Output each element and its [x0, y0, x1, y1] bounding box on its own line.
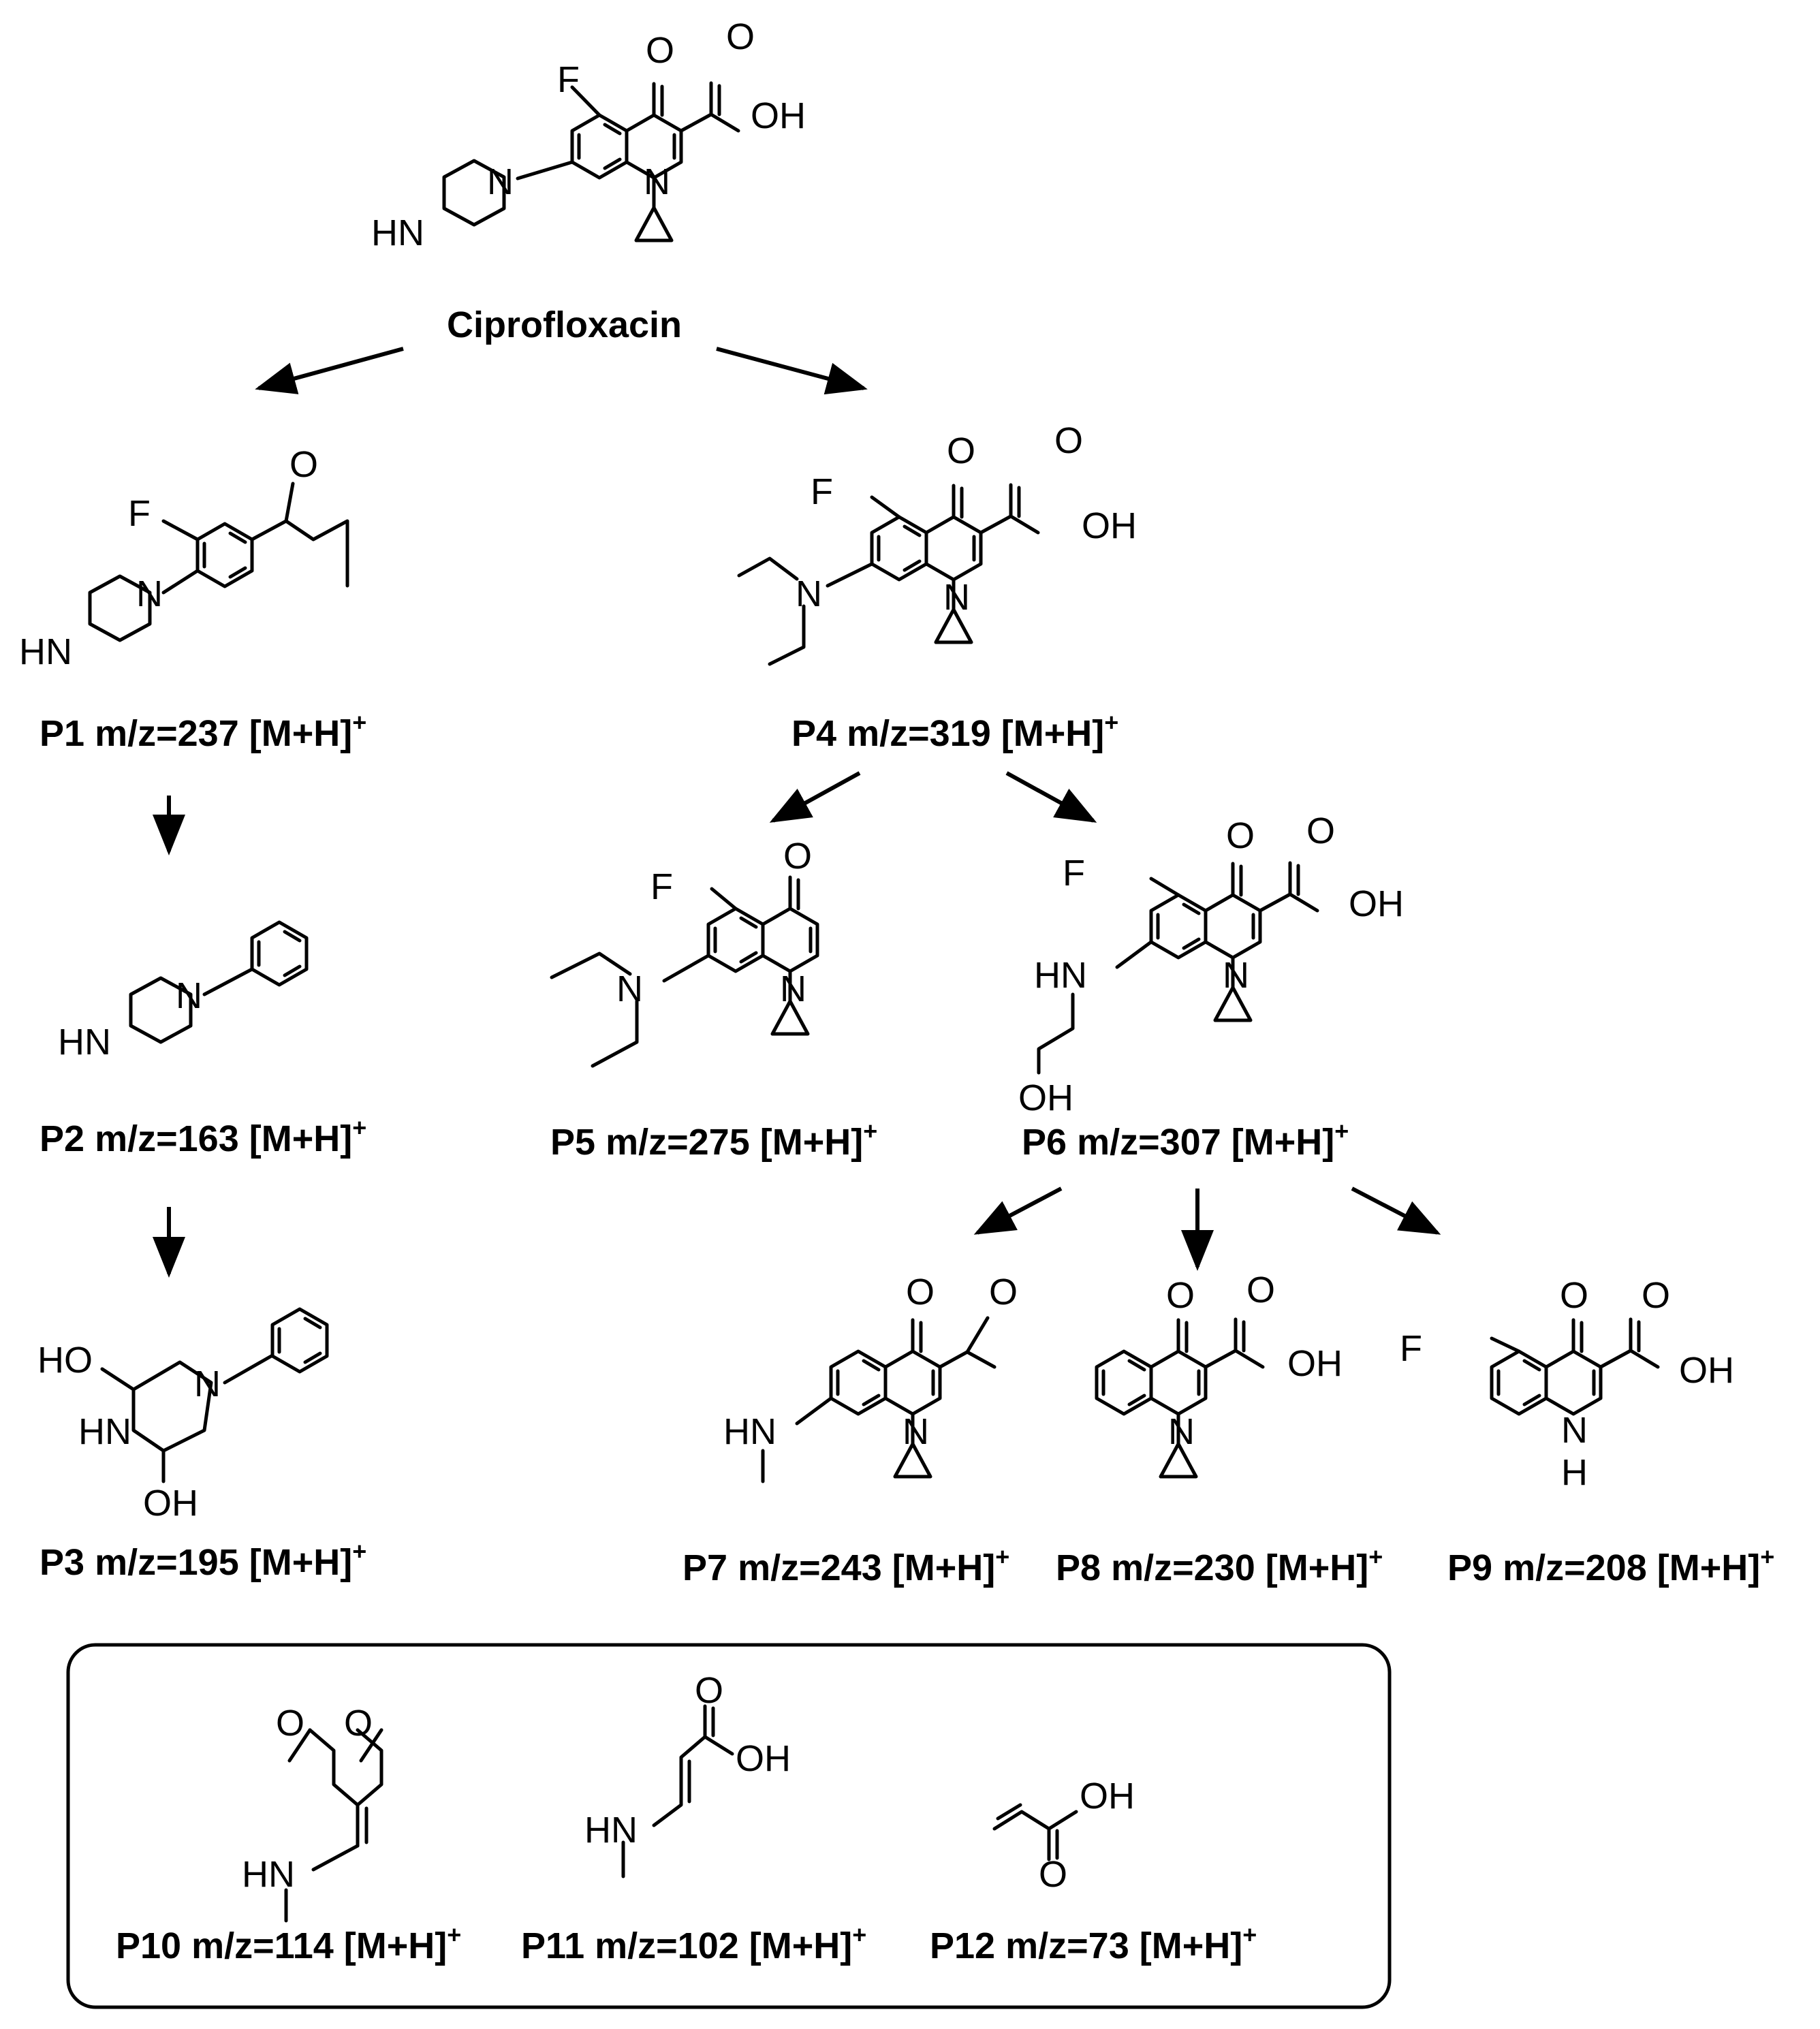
atom-oh: OH [143, 1483, 198, 1524]
arrow-p6-p9 [1351, 1186, 1441, 1235]
atom-n: N [1168, 1411, 1195, 1452]
p9-label: P9 m/z=208 [M+H]+ [1447, 1543, 1774, 1588]
atom-o: O [344, 1703, 373, 1744]
arrow-p4-p6 [1005, 771, 1097, 823]
atom-o: O [1226, 815, 1255, 856]
atom-n: N [796, 573, 822, 614]
atom-f: F [1063, 853, 1085, 894]
p8-label: P8 m/z=230 [M+H]+ [1056, 1543, 1383, 1588]
p5-structure: F O N N [550, 836, 817, 1068]
ciprofloxacin-label: Ciprofloxacin [447, 304, 682, 345]
atom-n: N [644, 161, 670, 202]
atom-oh: OH [736, 1738, 791, 1779]
p12-label: P12 m/z=73 [M+H]+ [930, 1921, 1257, 1966]
p7-structure: O O HN N [723, 1272, 1018, 1483]
p11-label: P11 m/z=102 [M+H]+ [521, 1921, 866, 1966]
atom-hn: HN [1034, 955, 1087, 996]
atom-hn: HN [242, 1854, 295, 1895]
atom-o: O [1642, 1275, 1670, 1316]
atom-hn: HN [19, 631, 72, 672]
arrow-p4-p5 [769, 771, 861, 823]
atom-o: O [726, 16, 755, 57]
atom-o: O [1039, 1854, 1067, 1895]
atom-o: O [783, 836, 812, 877]
atom-oh: OH [1080, 1776, 1135, 1816]
p6-structure: F O O OH HN N OH [1018, 811, 1404, 1118]
atom-n: N [903, 1411, 929, 1452]
atom-f: F [128, 493, 151, 534]
p11-structure: O OH HN [584, 1670, 791, 1878]
atom-o: O [1306, 811, 1335, 851]
atom-o: O [947, 430, 975, 471]
atom-n: N [943, 577, 970, 618]
p3-structure: N HO HN OH [37, 1309, 327, 1524]
atom-oh: OH [751, 95, 806, 136]
atom-o: O [695, 1670, 723, 1711]
p5-label: P5 m/z=275 [M+H]+ [550, 1117, 877, 1163]
atom-n: N [194, 1364, 221, 1404]
atom-f: F [811, 471, 833, 512]
p2-label: P2 m/z=163 [M+H]+ [40, 1114, 366, 1159]
arrow-cip-p4 [716, 347, 868, 395]
p9-structure: F O O OH N H [1400, 1275, 1734, 1493]
p4-structure: F O O OH N N [737, 420, 1137, 666]
atom-o: O [906, 1272, 935, 1312]
atom-f: F [1400, 1328, 1422, 1369]
atom-f: F [650, 866, 673, 907]
atom-o: O [1166, 1275, 1195, 1316]
atom-hn: HN [371, 213, 424, 253]
atom-oh: OH [1082, 505, 1137, 546]
atom-oh: OH [1679, 1350, 1734, 1391]
p12-structure: OH O [992, 1776, 1135, 1895]
atom-oh: OH [1018, 1078, 1073, 1118]
atom-oh: OH [1287, 1343, 1343, 1384]
atom-hn: HN [58, 1022, 111, 1063]
p2-structure: N HN [58, 922, 307, 1063]
atom-h: H [1561, 1452, 1588, 1493]
atom-o: O [1246, 1270, 1275, 1310]
atom-ho: HO [37, 1340, 93, 1381]
p7-label: P7 m/z=243 [M+H]+ [682, 1543, 1009, 1588]
p10-label: P10 m/z=114 [M+H]+ [116, 1921, 461, 1966]
atom-hn: HN [584, 1810, 638, 1851]
atom-n: N [1223, 955, 1249, 996]
atom-o: O [289, 444, 318, 485]
p1-label: P1 m/z=237 [M+H]+ [40, 708, 366, 754]
atom-n: N [176, 975, 202, 1016]
atom-n: N [616, 969, 643, 1009]
atom-n: N [487, 161, 514, 202]
small-fragments-box [66, 1643, 1392, 2009]
atom-hn: HN [78, 1411, 131, 1452]
p8-structure: O O OH N [1097, 1270, 1343, 1477]
p3-label: P3 m/z=195 [M+H]+ [40, 1537, 366, 1583]
p1-structure: O F N HN [19, 444, 349, 672]
p4-label: P4 m/z=319 [M+H]+ [791, 708, 1118, 754]
arrow-p6-p7 [973, 1186, 1063, 1235]
atom-f: F [557, 59, 580, 100]
ciprofloxacin-structure: F O O OH N N HN [371, 16, 806, 253]
atom-n: N [780, 969, 806, 1009]
atom-o: O [989, 1272, 1018, 1312]
atom-o: O [1560, 1275, 1588, 1316]
p6-label: P6 m/z=307 [M+H]+ [1022, 1117, 1349, 1163]
atom-o: O [276, 1703, 304, 1744]
p10-structure: O O HN [242, 1703, 383, 1923]
atom-n: N [136, 573, 163, 614]
atom-oh: OH [1349, 883, 1404, 924]
atom-n: N [1561, 1410, 1588, 1451]
atom-o: O [646, 30, 674, 71]
arrow-cip-p1 [255, 347, 404, 394]
atom-hn: HN [723, 1411, 776, 1452]
atom-o: O [1054, 420, 1083, 461]
